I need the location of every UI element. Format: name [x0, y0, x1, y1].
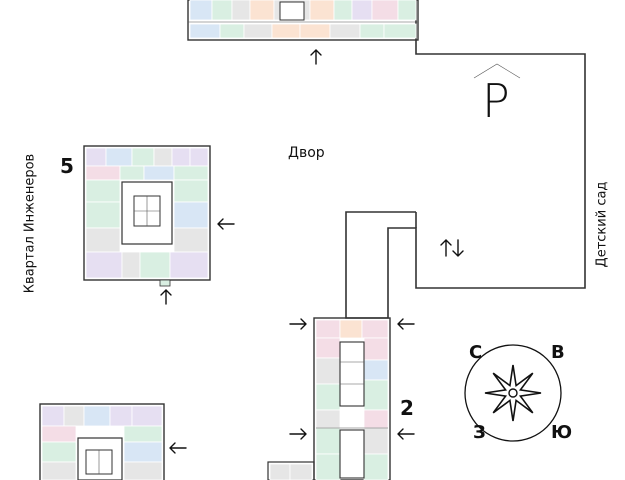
arrow-right-building-2-bottom-left: [289, 428, 307, 440]
building-2: [267, 317, 391, 480]
district-label: Квартал Инженеров: [22, 153, 38, 294]
building-5: [83, 145, 211, 287]
arrow-left-building-2-top-right: [397, 318, 415, 330]
building-bottom-left: [39, 403, 165, 480]
entrance-arrows: [160, 49, 464, 454]
courtyard-label: Двор: [288, 145, 325, 161]
arrow-bidirectional-parking: [440, 239, 464, 257]
parking-label: P: [482, 74, 510, 128]
arrow-right-building-2-top-left: [289, 318, 307, 330]
arrow-left-building-2-bottom-right: [397, 428, 415, 440]
building-top: [187, 0, 419, 41]
arrow-up-building-5: [160, 289, 172, 305]
compass-north-label: С: [469, 342, 483, 363]
arrow-left-building-5: [217, 218, 235, 230]
compass-east-label: В: [551, 342, 565, 363]
compass-west-label: З: [473, 422, 486, 443]
kindergarten-label: Детский сад: [594, 181, 610, 268]
arrow-left-bottom-building: [169, 442, 187, 454]
building-number-5: 5: [60, 154, 74, 178]
compass-south-label: Ю: [551, 422, 573, 443]
building-number-2: 2: [400, 396, 414, 420]
compass-star-icon: [484, 364, 542, 422]
parking-area: [345, 0, 586, 319]
compass: [464, 344, 562, 442]
arrow-up-top-building: [310, 49, 322, 65]
